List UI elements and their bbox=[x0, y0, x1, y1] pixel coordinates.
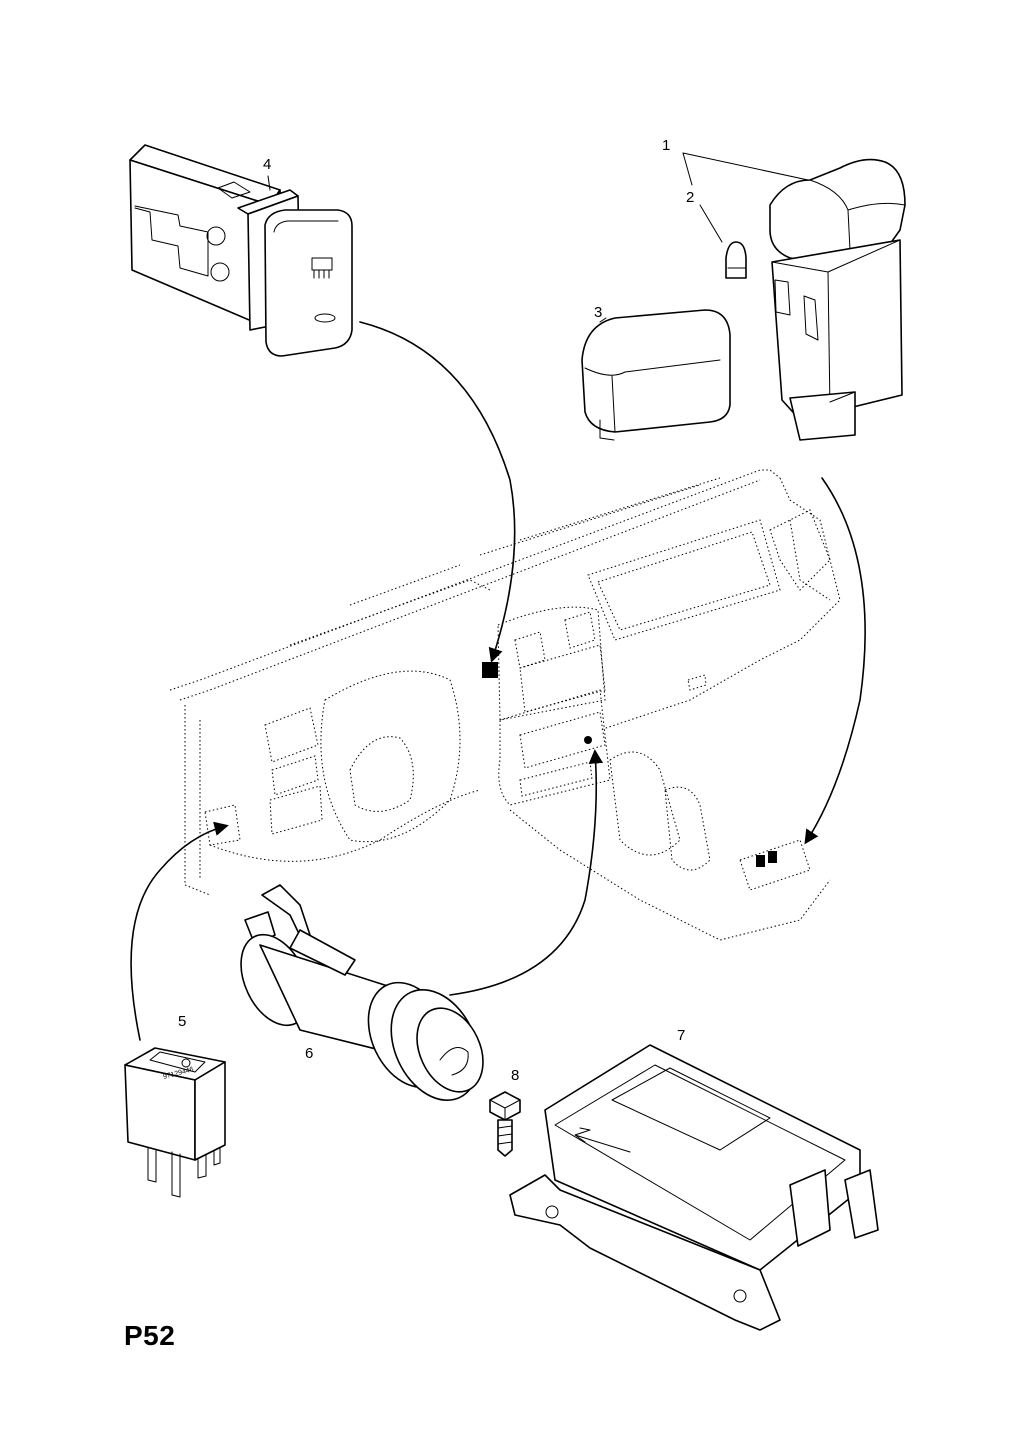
leader-lines bbox=[267, 152, 809, 323]
hazard-warning-switch bbox=[769, 158, 906, 441]
callout-2: 2 bbox=[686, 189, 695, 206]
airbag-control-unit bbox=[509, 1044, 879, 1331]
page-identifier: P52 bbox=[124, 1320, 176, 1351]
callout-6: 6 bbox=[305, 1045, 314, 1062]
callout-4: 4 bbox=[263, 156, 272, 173]
dashboard bbox=[169, 469, 841, 941]
location-arrows bbox=[130, 321, 866, 1041]
callout-5: 5 bbox=[178, 1013, 187, 1030]
callout-3: 3 bbox=[594, 304, 603, 321]
callout-1: 1 bbox=[662, 137, 671, 154]
rear-window-heater-switch bbox=[129, 144, 353, 357]
bulb bbox=[725, 241, 747, 279]
callout-7: 7 bbox=[677, 1027, 686, 1044]
callout-8: 8 bbox=[511, 1067, 520, 1084]
cigarette-lighter bbox=[240, 884, 484, 1102]
switch-cover bbox=[581, 309, 731, 441]
screw bbox=[489, 1091, 521, 1157]
relay bbox=[124, 1047, 226, 1198]
